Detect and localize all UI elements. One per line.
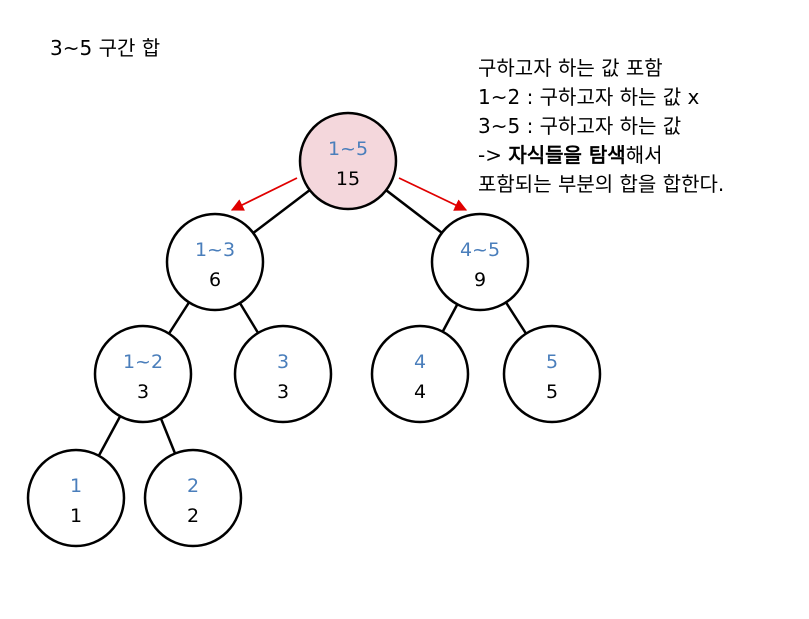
node-circle: [502, 324, 602, 424]
note-line-4-suffix: 해서: [625, 143, 663, 167]
note-line-4: -> 자식들을 탐색해서: [478, 141, 724, 170]
tree-node-n1_3: 1~36: [165, 212, 265, 312]
node-sum-label: 5: [546, 381, 558, 403]
traversal-arrows: [230, 177, 468, 211]
tree-node-n3: 33: [233, 324, 333, 424]
node-range-label: 1: [70, 475, 82, 497]
note-line-3: 3~5 : 구하고자 하는 값: [478, 114, 682, 138]
node-sum-label: 2: [187, 505, 199, 527]
note-line-1: 구하고자 하는 값 포함: [478, 56, 663, 80]
node-circle: [430, 212, 530, 312]
tree-node-n4_5: 4~59: [430, 212, 530, 312]
node-sum-label: 3: [137, 381, 149, 403]
note-line-5: 포함되는 부분의 합을 합한다.: [478, 172, 725, 196]
node-circle: [233, 324, 333, 424]
node-circle: [93, 324, 193, 424]
node-sum-label: 9: [474, 269, 486, 291]
note-line-4-prefix: ->: [478, 143, 509, 167]
node-sum-label: 3: [277, 381, 289, 403]
node-range-label: 5: [546, 351, 558, 373]
tree-node-n1: 11: [26, 448, 126, 548]
node-range-label: 4~5: [460, 239, 500, 261]
tree-node-n4: 44: [370, 324, 470, 424]
tree-node-n1_2: 1~23: [93, 324, 193, 424]
traversal-arrow-n4_5: [398, 177, 468, 211]
node-sum-label: 1: [70, 505, 82, 527]
node-circle: [298, 111, 398, 211]
node-sum-label: 6: [209, 269, 221, 291]
node-sum-label: 15: [336, 168, 360, 190]
node-range-label: 3: [277, 351, 289, 373]
node-circle: [370, 324, 470, 424]
node-range-label: 4: [414, 351, 426, 373]
tree-node-n5: 55: [502, 324, 602, 424]
node-range-label: 2: [187, 475, 199, 497]
tree-node-n2: 22: [143, 448, 243, 548]
explanation-note: 구하고자 하는 값 포함 1~2 : 구하고자 하는 값 x 3~5 : 구하고…: [478, 54, 724, 199]
node-range-label: 1~5: [328, 138, 368, 160]
node-circle: [26, 448, 126, 548]
node-range-label: 1~3: [195, 239, 235, 261]
node-sum-label: 4: [414, 381, 426, 403]
tree-node-n1_5: 1~515: [298, 111, 398, 211]
note-line-2: 1~2 : 구하고자 하는 값 x: [478, 85, 700, 109]
page-title: 3~5 구간 합: [50, 36, 161, 60]
node-range-label: 1~2: [123, 351, 163, 373]
traversal-arrow-n1_3: [230, 177, 298, 211]
node-circle: [165, 212, 265, 312]
node-circle: [143, 448, 243, 548]
note-line-4-bold: 자식들을 탐색: [508, 143, 626, 167]
